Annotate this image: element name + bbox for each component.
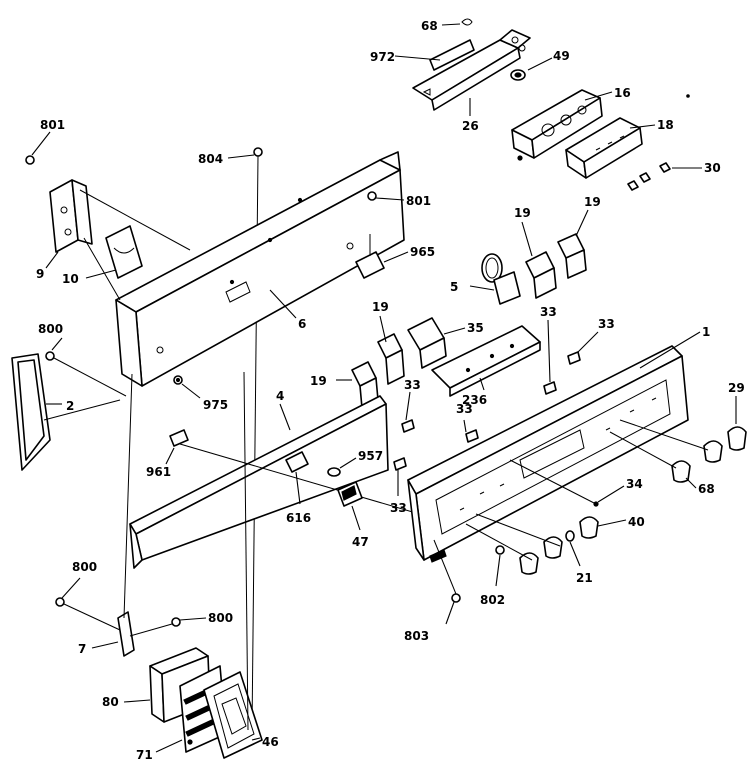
part-47-switch (337, 481, 363, 507)
label-19-b: 19 (584, 195, 601, 209)
part-972-bracket (412, 29, 531, 111)
part-40-knob (579, 516, 599, 539)
label-33-a: 33 (540, 305, 557, 319)
part-68-clip (461, 18, 473, 26)
label-29: 29 (728, 381, 745, 395)
label-4: 4 (276, 389, 284, 403)
part-9-side-bracket (49, 179, 93, 253)
part-18-lens (565, 117, 643, 179)
label-33-b: 33 (598, 317, 615, 331)
label-10: 10 (62, 272, 79, 286)
part-957-spring (327, 467, 341, 477)
part-961-bracket (169, 429, 189, 447)
label-19-c: 19 (372, 300, 389, 314)
label-26: 26 (462, 119, 479, 133)
label-803: 803 (404, 629, 429, 643)
label-33-d: 33 (456, 402, 473, 416)
label-30: 30 (704, 161, 721, 175)
part-4-channel (129, 395, 389, 569)
label-19-a: 19 (514, 206, 531, 220)
label-47: 47 (352, 535, 369, 549)
part-10-bracket (105, 225, 143, 279)
part-30-clip (659, 162, 671, 173)
part-616-bracket (285, 451, 309, 473)
part-19-switch-c (377, 333, 405, 385)
label-801-left: 801 (40, 118, 65, 132)
label-49: 49 (553, 49, 570, 63)
label-2: 2 (66, 399, 74, 413)
part-19-switch-b (557, 233, 587, 279)
part-33-clip-a (543, 381, 557, 395)
label-34: 34 (626, 477, 643, 491)
label-957: 957 (358, 449, 383, 463)
label-19-d: 19 (310, 374, 327, 388)
label-7: 7 (78, 642, 86, 656)
label-972: 972 (370, 50, 395, 64)
label-40: 40 (628, 515, 645, 529)
label-961: 961 (146, 465, 171, 479)
label-35: 35 (467, 321, 484, 335)
label-1: 1 (702, 325, 710, 339)
label-80: 80 (102, 695, 119, 709)
label-68-knob: 68 (698, 482, 715, 496)
label-5: 5 (450, 280, 458, 294)
label-975: 975 (203, 398, 228, 412)
label-9: 9 (36, 267, 44, 281)
label-800-lower: 800 (72, 560, 97, 574)
part-21-knob (543, 536, 563, 559)
label-18: 18 (657, 118, 674, 132)
label-800-right: 800 (208, 611, 233, 625)
label-236: 236 (462, 393, 487, 407)
label-16: 16 (614, 86, 631, 100)
label-68-top: 68 (421, 19, 438, 33)
label-800-mid: 800 (38, 322, 63, 336)
label-965: 965 (410, 245, 435, 259)
part-33-clip-b (567, 351, 581, 365)
part-965-bracket (355, 234, 385, 279)
part-236-circuit-board (431, 325, 541, 397)
part-800-screw-right (171, 617, 181, 627)
part-801-screw-left (25, 155, 35, 165)
part-19-switch-a (525, 251, 557, 299)
part-35-switch (407, 317, 447, 369)
label-616: 616 (286, 511, 311, 525)
label-46: 46 (262, 735, 279, 749)
part-16-clock-module (511, 89, 603, 161)
part-1-control-panel (407, 345, 689, 563)
part-800-screw-mid (45, 351, 55, 361)
part-46-module (203, 671, 263, 759)
part-803-screw (451, 593, 461, 603)
label-804: 804 (198, 152, 223, 166)
part-2-side-trim (11, 353, 51, 471)
label-71: 71 (136, 748, 153, 762)
part-33-clip-c (401, 419, 415, 433)
label-802: 802 (480, 593, 505, 607)
label-801-right: 801 (406, 194, 431, 208)
label-33-c: 33 (404, 378, 421, 392)
label-21: 21 (576, 571, 593, 585)
part-33-clip-e (393, 457, 407, 471)
label-6: 6 (298, 317, 306, 331)
part-804-screw (253, 147, 263, 157)
part-6-back-panel (115, 151, 405, 387)
part-33-clip-d (465, 429, 479, 443)
part-801-screw-right (367, 191, 377, 201)
part-5-control-assembly (481, 253, 521, 305)
part-800-screw-lower (55, 597, 65, 607)
part-802-screw (495, 545, 505, 555)
part-29-knob (703, 426, 747, 463)
part-7-bracket (117, 611, 135, 657)
